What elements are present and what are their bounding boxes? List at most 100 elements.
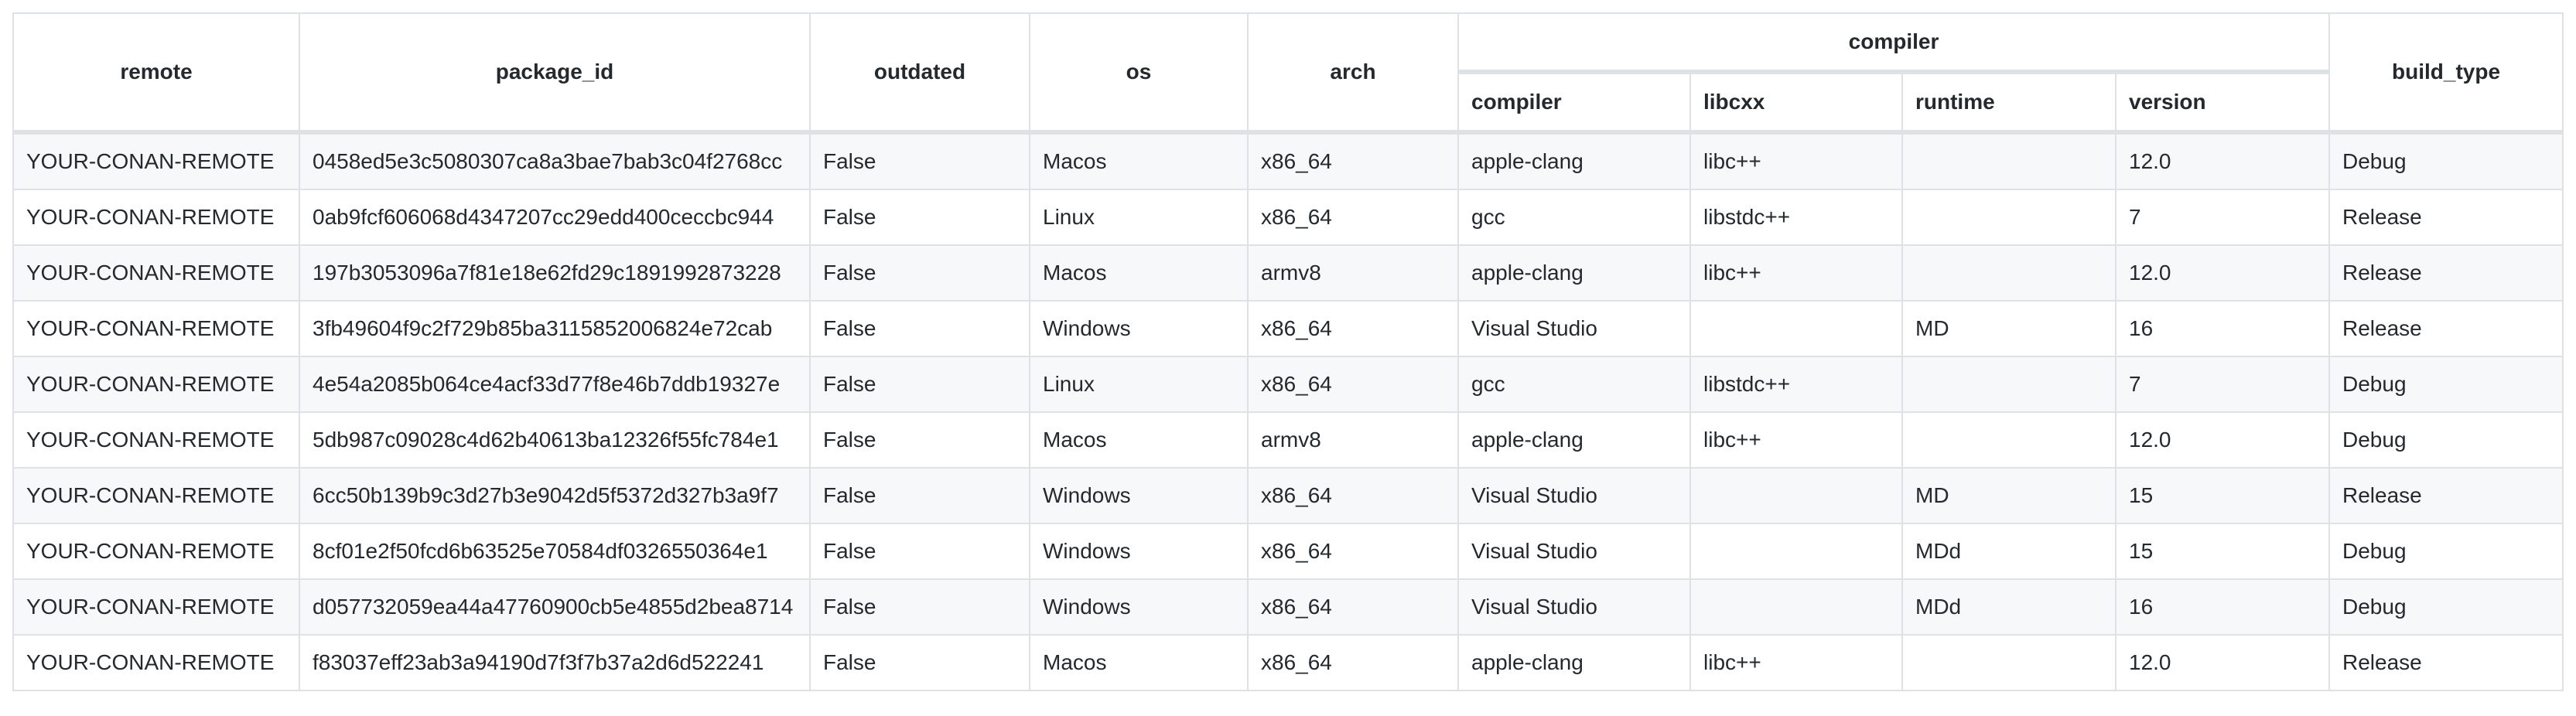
cell-compiler: gcc [1457, 356, 1691, 413]
cell-remote: YOUR-CONAN-REMOTE [12, 189, 300, 246]
cell-libcxx: libstdc++ [1689, 356, 1903, 413]
cell-os: Windows [1029, 300, 1249, 357]
cell-runtime: MDd [1901, 578, 2116, 636]
header-compiler: compiler [1457, 71, 1691, 135]
cell-libcxx [1689, 523, 1903, 580]
cell-outdated: False [809, 467, 1030, 524]
cell-outdated: False [809, 634, 1030, 691]
table-header: remote package_id outdated os arch compi… [12, 12, 2564, 135]
cell-libcxx: libc++ [1689, 244, 1903, 302]
cell-build-type: Debug [2328, 523, 2564, 580]
cell-remote: YOUR-CONAN-REMOTE [12, 131, 300, 190]
table-row: YOUR-CONAN-REMOTE d057732059ea44a4776090… [12, 578, 2564, 636]
cell-version: 12.0 [2114, 131, 2331, 190]
cell-package-id: 4e54a2085b064ce4acf33d77f8e46b7ddb19327e [299, 356, 811, 413]
cell-version: 15 [2114, 523, 2331, 580]
header-sub-row: compiler libcxx runtime version [13, 71, 2563, 135]
header-os: os [1029, 12, 1249, 135]
header-version: version [2114, 71, 2331, 135]
cell-compiler: Visual Studio [1457, 578, 1691, 636]
cell-remote: YOUR-CONAN-REMOTE [12, 634, 300, 691]
header-outdated: outdated [809, 12, 1030, 135]
header-package-id: package_id [299, 12, 811, 135]
cell-runtime [1901, 634, 2116, 691]
cell-remote: YOUR-CONAN-REMOTE [12, 300, 300, 357]
cell-outdated: False [809, 356, 1030, 413]
cell-compiler: apple-clang [1457, 244, 1691, 302]
cell-arch: x86_64 [1247, 131, 1459, 190]
cell-runtime [1901, 411, 2116, 469]
cell-os: Macos [1029, 634, 1249, 691]
cell-outdated: False [809, 189, 1030, 246]
cell-compiler: apple-clang [1457, 131, 1691, 190]
header-remote: remote [12, 12, 300, 135]
cell-version: 16 [2114, 300, 2331, 357]
cell-outdated: False [809, 523, 1030, 580]
cell-remote: YOUR-CONAN-REMOTE [12, 356, 300, 413]
cell-build-type: Release [2328, 244, 2564, 302]
cell-compiler: Visual Studio [1457, 300, 1691, 357]
cell-outdated: False [809, 131, 1030, 190]
cell-package-id: 5db987c09028c4d62b40613ba12326f55fc784e1 [299, 411, 811, 469]
cell-package-id: 8cf01e2f50fcd6b63525e70584df0326550364e1 [299, 523, 811, 580]
cell-os: Windows [1029, 467, 1249, 524]
cell-arch: x86_64 [1247, 300, 1459, 357]
cell-build-type: Release [2328, 189, 2564, 246]
cell-outdated: False [809, 244, 1030, 302]
cell-version: 15 [2114, 467, 2331, 524]
table-row: YOUR-CONAN-REMOTE 3fb49604f9c2f729b85ba3… [12, 300, 2564, 357]
cell-runtime [1901, 189, 2116, 246]
cell-arch: x86_64 [1247, 189, 1459, 246]
cell-runtime [1901, 356, 2116, 413]
cell-os: Linux [1029, 356, 1249, 413]
table-row: YOUR-CONAN-REMOTE 4e54a2085b064ce4acf33d… [12, 356, 2564, 413]
cell-compiler: apple-clang [1457, 634, 1691, 691]
cell-libcxx [1689, 578, 1903, 636]
cell-os: Linux [1029, 189, 1249, 246]
cell-outdated: False [809, 578, 1030, 636]
cell-remote: YOUR-CONAN-REMOTE [12, 578, 300, 636]
table-body: YOUR-CONAN-REMOTE 0458ed5e3c5080307ca8a3… [12, 131, 2564, 691]
cell-os: Macos [1029, 411, 1249, 469]
cell-arch: x86_64 [1247, 634, 1459, 691]
cell-runtime: MDd [1901, 523, 2116, 580]
cell-arch: armv8 [1247, 244, 1459, 302]
header-arch: arch [1247, 12, 1459, 135]
cell-compiler: Visual Studio [1457, 467, 1691, 524]
cell-compiler: gcc [1457, 189, 1691, 246]
cell-package-id: 197b3053096a7f81e18e62fd29c1891992873228 [299, 244, 811, 302]
cell-compiler: Visual Studio [1457, 523, 1691, 580]
cell-arch: x86_64 [1247, 467, 1459, 524]
cell-remote: YOUR-CONAN-REMOTE [12, 523, 300, 580]
cell-runtime [1901, 131, 2116, 190]
cell-libcxx: libstdc++ [1689, 189, 1903, 246]
cell-outdated: False [809, 300, 1030, 357]
cell-build-type: Release [2328, 634, 2564, 691]
cell-package-id: 0ab9fcf606068d4347207cc29edd400ceccbc944 [299, 189, 811, 246]
header-libcxx: libcxx [1689, 71, 1903, 135]
cell-build-type: Debug [2328, 411, 2564, 469]
cell-remote: YOUR-CONAN-REMOTE [12, 411, 300, 469]
cell-remote: YOUR-CONAN-REMOTE [12, 244, 300, 302]
cell-build-type: Release [2328, 300, 2564, 357]
cell-libcxx: libc++ [1689, 131, 1903, 190]
cell-version: 12.0 [2114, 244, 2331, 302]
cell-version: 7 [2114, 356, 2331, 413]
cell-os: Macos [1029, 131, 1249, 190]
cell-arch: x86_64 [1247, 578, 1459, 636]
cell-package-id: 6cc50b139b9c3d27b3e9042d5f5372d327b3a9f7 [299, 467, 811, 524]
cell-outdated: False [809, 411, 1030, 469]
cell-arch: armv8 [1247, 411, 1459, 469]
cell-os: Windows [1029, 578, 1249, 636]
cell-runtime: MD [1901, 300, 2116, 357]
header-runtime: runtime [1901, 71, 2116, 135]
cell-libcxx: libc++ [1689, 411, 1903, 469]
cell-build-type: Debug [2328, 356, 2564, 413]
cell-build-type: Debug [2328, 578, 2564, 636]
cell-os: Windows [1029, 523, 1249, 580]
cell-remote: YOUR-CONAN-REMOTE [12, 467, 300, 524]
cell-package-id: 0458ed5e3c5080307ca8a3bae7bab3c04f2768cc [299, 131, 811, 190]
table-row: YOUR-CONAN-REMOTE 6cc50b139b9c3d27b3e904… [12, 467, 2564, 524]
header-group-row: remote package_id outdated os arch compi… [12, 12, 2564, 135]
cell-compiler: apple-clang [1457, 411, 1691, 469]
